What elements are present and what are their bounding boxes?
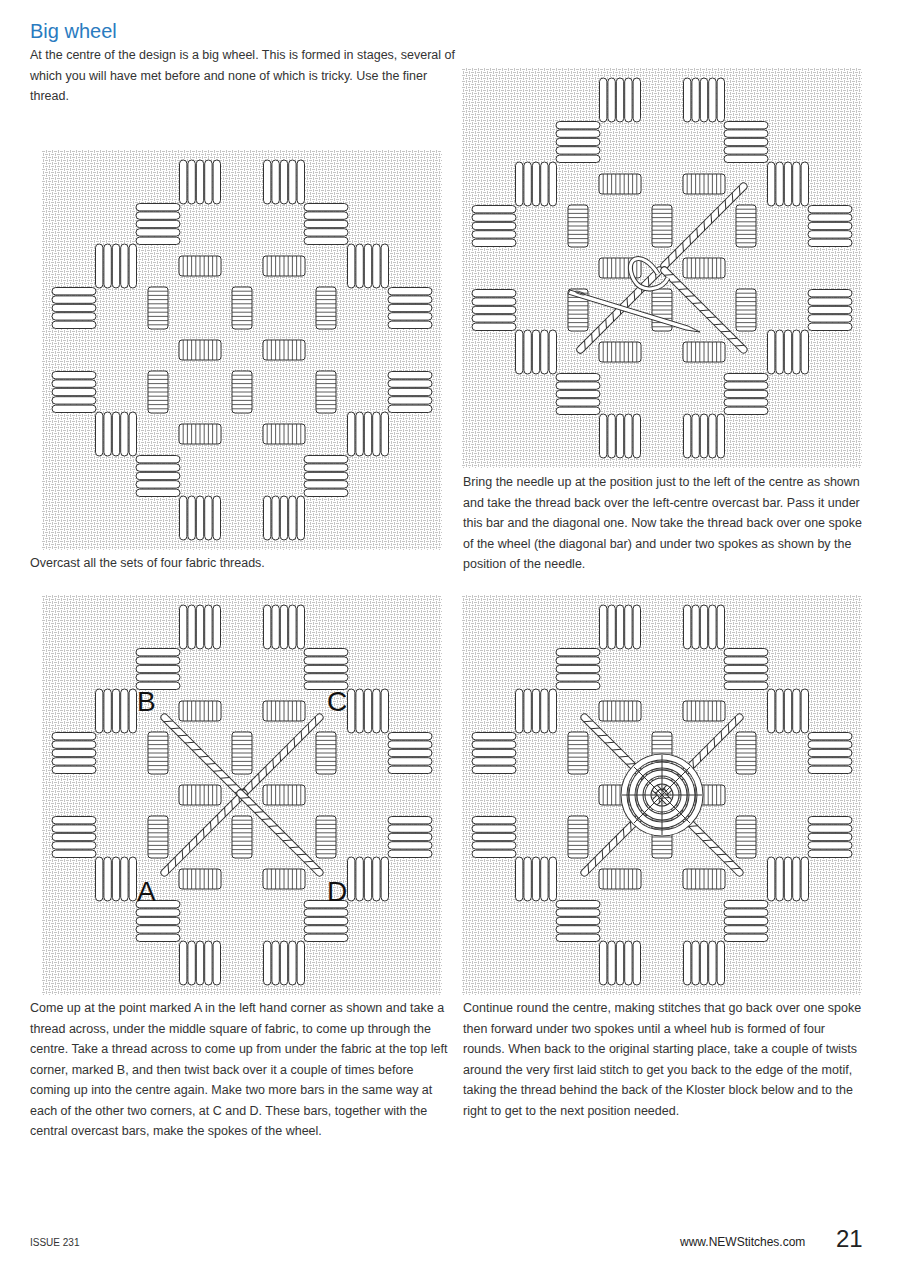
step-caption: Continue round the centre, making stitch… bbox=[463, 998, 868, 1121]
step-caption: Come up at the point marked A in the lef… bbox=[30, 998, 450, 1142]
website-url: www.NEWStitches.com bbox=[680, 1234, 805, 1250]
step-caption: Overcast all the sets of four fabric thr… bbox=[30, 553, 450, 574]
intro-text: At the centre of the design is a big whe… bbox=[30, 45, 455, 107]
kloster-diagram bbox=[462, 595, 862, 995]
kloster-diagram bbox=[42, 595, 442, 995]
point-label: A bbox=[137, 878, 156, 906]
page-number: 21 bbox=[836, 1225, 863, 1253]
kloster-diagram bbox=[42, 150, 442, 550]
point-label: D bbox=[327, 878, 347, 906]
section-heading: Big wheel bbox=[30, 18, 117, 44]
step-caption: Bring the needle up at the position just… bbox=[463, 472, 868, 575]
issue-number: ISSUE 231 bbox=[30, 1236, 79, 1250]
point-label: C bbox=[327, 688, 347, 716]
point-label: B bbox=[137, 688, 156, 716]
kloster-diagram bbox=[462, 68, 862, 468]
